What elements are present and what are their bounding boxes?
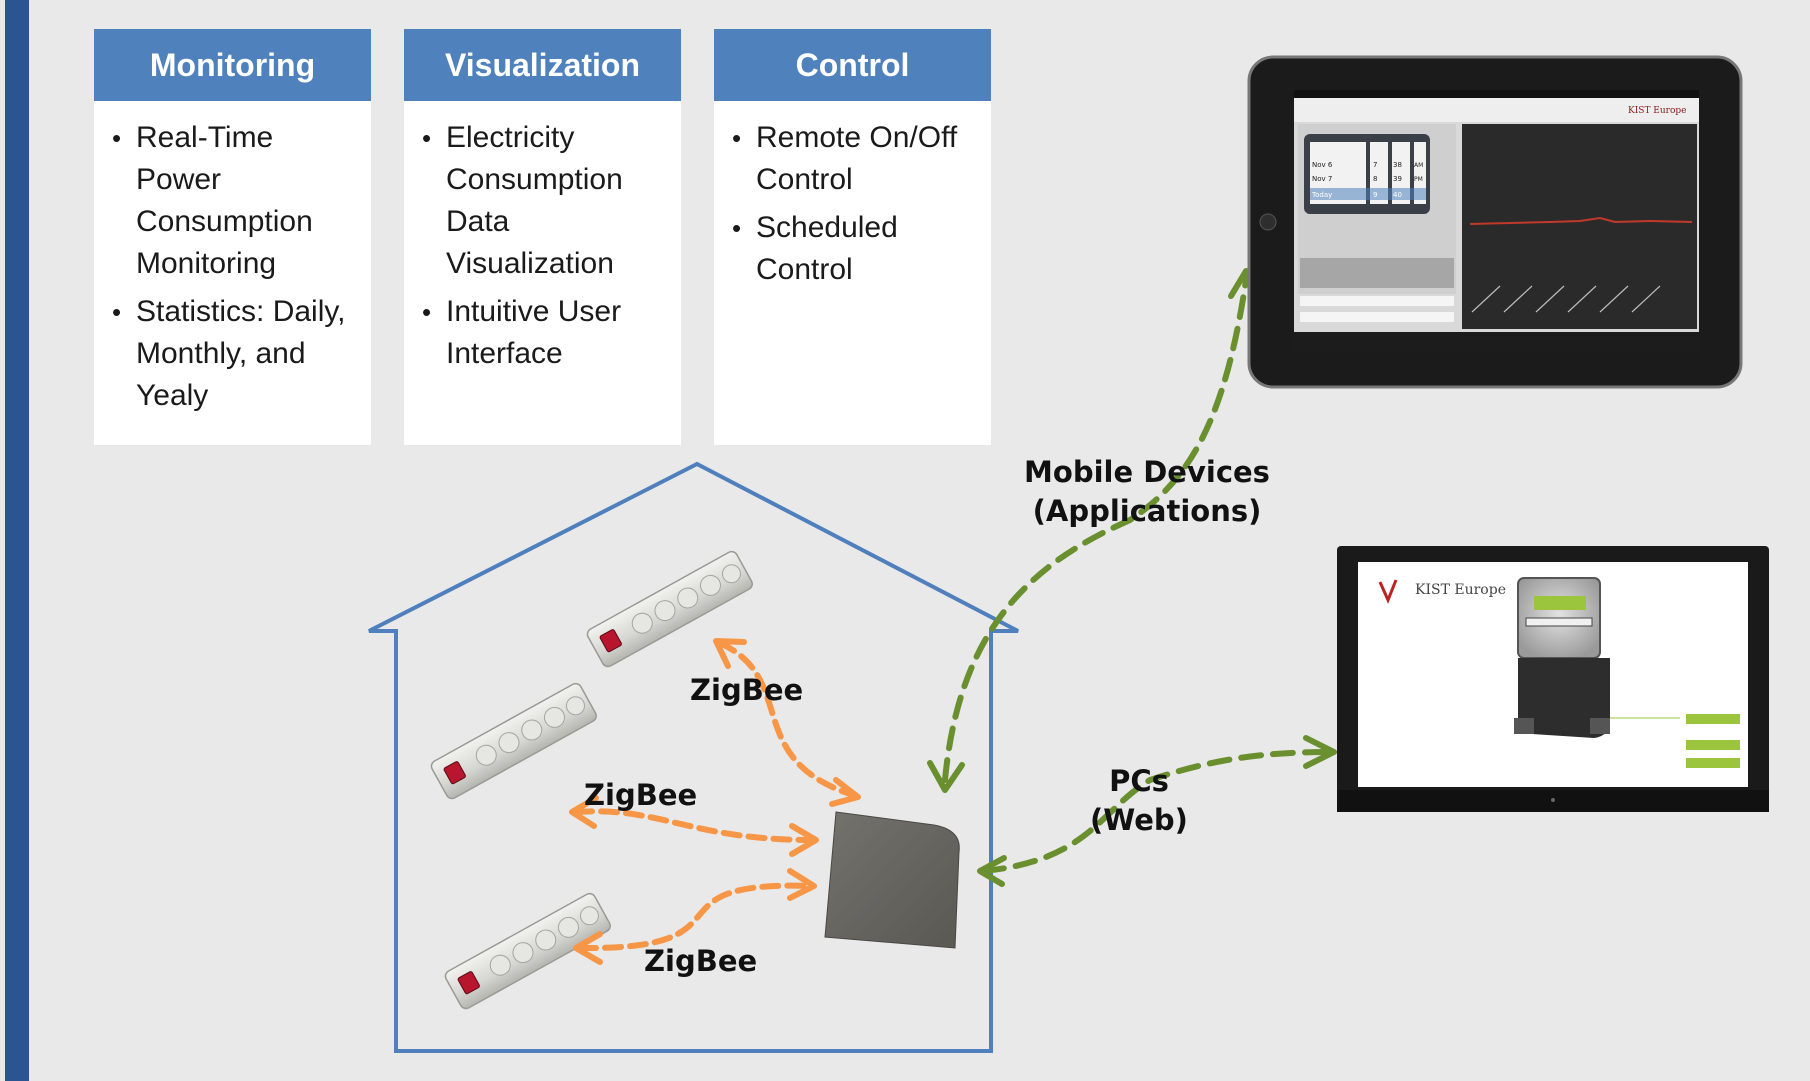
arrowhead-icon xyxy=(789,823,819,857)
monitor-device: KIST Europe xyxy=(1337,546,1769,812)
panel-monitoring: Monitoring Real-Time Power Consumption M… xyxy=(94,29,371,445)
panel-title: Visualization xyxy=(404,29,681,101)
arrowhead-icon xyxy=(713,638,747,669)
gateway-device xyxy=(824,811,960,949)
zigbee-arrow xyxy=(717,640,859,799)
mobile-devices-label: Mobile Devices xyxy=(1024,455,1270,489)
panel-list: Real-Time Power Consumption Monitoring S… xyxy=(94,101,371,417)
house-outline xyxy=(368,461,1019,1053)
picker-minute: 38 xyxy=(1393,161,1402,169)
arrowhead-icon xyxy=(1303,735,1337,769)
arrowhead-icon xyxy=(573,931,603,965)
monitor-logo: KIST Europe xyxy=(1415,582,1506,598)
list-item: Scheduled Control xyxy=(732,207,977,291)
picker-date: Nov 6 xyxy=(1312,161,1333,169)
panel-list: Remote On/Off Control Scheduled Control xyxy=(714,101,991,291)
picker-date: Nov 7 xyxy=(1312,175,1332,183)
zigbee-label: ZigBee xyxy=(690,673,803,707)
chart-line xyxy=(1469,216,1693,225)
panel-list: Electricity Consumption Data Visualizati… xyxy=(404,101,681,375)
zigbee-arrow xyxy=(573,808,815,843)
pc-link-arrow xyxy=(981,749,1333,874)
picker-period: PM xyxy=(1414,176,1423,183)
power-strip-icon xyxy=(586,550,753,668)
arrowhead-icon xyxy=(829,777,861,807)
pcs-sublabel: (Web) xyxy=(1090,803,1188,837)
arrowhead-icon xyxy=(787,868,817,901)
list-item: Remote On/Off Control xyxy=(732,117,977,201)
zigbee-label: ZigBee xyxy=(584,778,697,812)
picker-minute: 40 xyxy=(1393,191,1402,199)
picker-period: AM xyxy=(1414,162,1423,169)
mobile-link-arrow xyxy=(942,277,1249,783)
zigbee-arrow xyxy=(577,882,815,952)
list-item: Real-Time Power Consumption Monitoring xyxy=(112,117,357,285)
arrowhead-icon xyxy=(927,760,965,793)
zigbee-label: ZigBee xyxy=(644,944,757,978)
power-strip-icon xyxy=(430,682,597,800)
power-strip-icon xyxy=(444,892,611,1010)
picker-hour: 9 xyxy=(1373,191,1377,199)
pcs-label: PCs xyxy=(1109,764,1169,798)
tablet-device: Nov 6 Nov 7 Today 7 8 9 38 39 40 AM PM K… xyxy=(1247,55,1743,389)
panel-title: Control xyxy=(714,29,991,101)
panel-visualization: Visualization Electricity Consumption Da… xyxy=(404,29,681,445)
picker-hour: 8 xyxy=(1373,175,1377,183)
list-item: Intuitive User Interface xyxy=(422,291,667,375)
arrowhead-icon xyxy=(569,795,599,829)
picker-date: Today xyxy=(1311,191,1332,199)
list-item: Electricity Consumption Data Visualizati… xyxy=(422,117,667,285)
panel-title: Monitoring xyxy=(94,29,371,101)
picker-hour: 7 xyxy=(1373,161,1377,169)
panel-control: Control Remote On/Off Control Scheduled … xyxy=(714,29,991,445)
arrowhead-icon xyxy=(977,855,1007,887)
list-item: Statistics: Daily, Monthly, and Yealy xyxy=(112,291,357,417)
mobile-devices-sublabel: (Applications) xyxy=(1033,494,1262,528)
picker-minute: 39 xyxy=(1393,175,1402,183)
tablet-logo: KIST Europe xyxy=(1628,106,1686,116)
left-accent-bar xyxy=(5,0,29,1081)
